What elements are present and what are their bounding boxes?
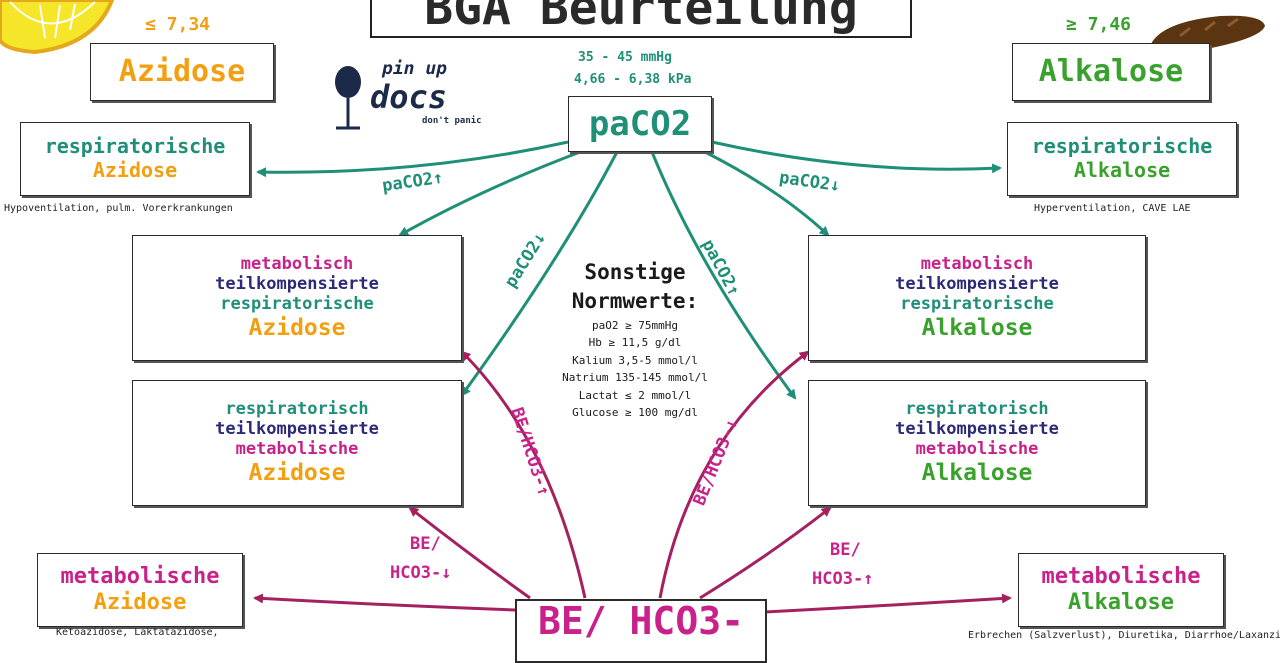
rtm-azidose-line4: Azidose <box>248 459 346 486</box>
mtr-alkalose-line3: respiratorische <box>900 294 1054 315</box>
paco2-label: paCO2 <box>588 103 692 144</box>
lemon-icon <box>0 0 115 55</box>
logo-line3: don't panic <box>422 116 482 126</box>
mtr-azidose-line4: Azidose <box>248 314 346 341</box>
resp-alkalose-line1: respiratorische <box>1031 134 1213 159</box>
microphone-icon <box>335 66 361 130</box>
arrow-label-be-down-1: BE/ <box>410 534 441 554</box>
resp-alkalose-line2: Alkalose <box>1073 158 1171 182</box>
rtm-alkalose-line2: teilkompensierte <box>895 419 1059 440</box>
resp-azidose-note: Hypoventilation, pulm. Vorerkrankungen <box>4 203 233 214</box>
arrow-paco2-rtm-azidose <box>460 151 619 397</box>
azidose-label: Azidose <box>118 54 246 90</box>
met-azidose-line2: Azidose <box>93 590 187 615</box>
sonstige-title-2: Normwerte: <box>571 289 699 314</box>
arrow-label-be-down-2: HCO3-↓ <box>390 563 452 583</box>
rtm-alkalose-box: respiratorisch teilkompensierte metaboli… <box>808 380 1146 506</box>
arrow-be-met-alkalose <box>764 593 1012 614</box>
met-alkalose-box: metabolische Alkalose <box>1018 553 1224 627</box>
arrow-paco2-mtr-azidose <box>398 150 581 237</box>
resp-azidose-box: respiratorische Azidose <box>20 122 250 196</box>
mtr-azidose-line1: metabolisch <box>240 254 354 275</box>
paco2-norm-kpa: 4,66 - 6,38 kPa <box>574 72 692 87</box>
sonstige-value-4: Lactat ≤ 2 mmol/l <box>578 388 692 402</box>
alkalosis-ph: ≥ 7,46 <box>1066 14 1132 35</box>
arrow-label-be-up-1: BE/ <box>830 540 861 560</box>
mtr-azidose-line2: teilkompensierte <box>215 274 379 295</box>
arrow-be-mtr-alkalose <box>658 350 810 599</box>
alkalose-box: Alkalose <box>1012 43 1210 101</box>
arrow-paco2-mtr-alkalose <box>704 150 830 237</box>
rtm-azidose-line1: respiratorisch <box>225 399 369 420</box>
mtr-alkalose-box: metabolisch teilkompensierte respiratori… <box>808 235 1146 361</box>
sonstige-value-0: paO2 ≥ 75mmHg <box>591 318 679 332</box>
sonstige-normwerte: Sonstige Normwerte: paO2 ≥ 75mmHg Hb ≥ 1… <box>530 258 740 422</box>
rtm-alkalose-line1: respiratorisch <box>905 399 1049 420</box>
mtr-alkalose-line1: metabolisch <box>920 254 1034 275</box>
arrow-paco2-resp-azidose <box>256 140 569 178</box>
met-alkalose-line1: metabolische <box>1041 564 1201 590</box>
resp-azidose-line2: Azidose <box>92 158 178 182</box>
alkalose-label: Alkalose <box>1038 54 1184 90</box>
logo-line1: pin up <box>382 58 448 79</box>
arrow-paco2-rtm-alkalose <box>650 151 797 400</box>
met-azidose-box: metabolische Azidose <box>37 553 243 627</box>
acidosis-ph: ≤ 7,34 <box>145 14 211 35</box>
rtm-alkalose-line4: Alkalose <box>921 459 1033 486</box>
arrow-paco2-resp-alkalose <box>711 140 1002 174</box>
mtr-azidose-line3: respiratorische <box>220 294 374 315</box>
be-hco3-label: BE/ HCO3- <box>538 599 744 643</box>
paco2-box: paCO2 <box>568 96 712 152</box>
sonstige-value-3: Natrium 135-145 mmol/l <box>562 371 708 385</box>
arrow-be-mtr-azidose <box>460 350 587 599</box>
paco2-norm-mmhg: 35 - 45 mmHg <box>578 50 672 65</box>
arrow-be-met-azidose <box>253 593 516 612</box>
rtm-azidose-line2: teilkompensierte <box>215 419 379 440</box>
met-azidose-line1: metabolische <box>60 564 220 590</box>
arrow-be-rtm-alkalose <box>699 506 832 600</box>
sonstige-value-5: Glucose ≥ 100 mg/dl <box>572 406 698 420</box>
met-alkalose-line2: Alkalose <box>1068 590 1174 615</box>
be-hco3-box: BE/ HCO3- <box>515 599 767 663</box>
mtr-alkalose-line2: teilkompensierte <box>895 274 1059 295</box>
sonstige-value-1: Hb ≥ 11,5 g/dl <box>588 336 682 350</box>
resp-azidose-line1: respiratorische <box>44 134 226 159</box>
met-azidose-note: Ketoazidose, Laktatazidose, <box>56 627 219 638</box>
rtm-azidose-line3: metabolische <box>235 439 359 460</box>
logo-line2: docs <box>370 78 448 116</box>
sonstige-value-2: Kalium 3,5-5 mmol/l <box>572 353 698 367</box>
arrow-label-be-up-2: HCO3-↑ <box>812 569 874 589</box>
mtr-alkalose-line4: Alkalose <box>921 314 1033 341</box>
title-box: BGA Beurteilung <box>370 0 912 38</box>
page-title: BGA Beurteilung <box>424 0 858 36</box>
arrow-be-rtm-azidose <box>408 506 531 600</box>
mtr-azidose-box: metabolisch teilkompensierte respiratori… <box>132 235 462 361</box>
rtm-azidose-box: respiratorisch teilkompensierte metaboli… <box>132 380 462 506</box>
rtm-alkalose-line3: metabolische <box>915 439 1039 460</box>
resp-alkalose-box: respiratorische Alkalose <box>1007 122 1237 196</box>
resp-alkalose-note: Hyperventilation, CAVE LAE <box>1034 203 1191 214</box>
sonstige-title-1: Sonstige <box>584 260 686 284</box>
met-alkalose-note: Erbrechen (Salzverlust), Diuretika, Diar… <box>968 630 1280 641</box>
azidose-box: Azidose <box>90 43 274 101</box>
arrow-layer <box>0 0 1265 614</box>
